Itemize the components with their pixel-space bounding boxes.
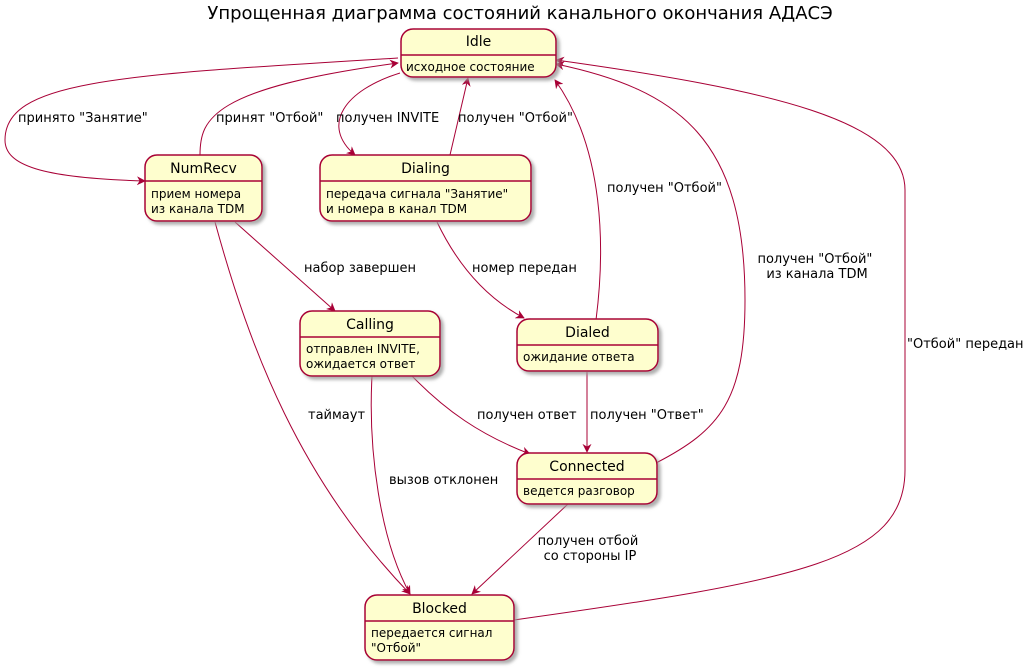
label-connected-idle: получен "Отбой" из канала TDM [757,252,876,282]
edge-connected-idle [555,61,746,464]
edge-dialed-idle [554,79,602,321]
state-blocked: Blocked передается сигнал "Отбой" [364,594,515,661]
state-dialed-name: Dialed [565,325,610,341]
state-blocked-box [364,594,515,661]
state-numrecv-box [144,154,263,222]
label-idle-numrecv: принято "Занятие" [18,111,148,126]
transitions [4,56,906,621]
state-connected-desc: ведется разговор [523,484,635,498]
label-calling-connected: получен ответ [477,408,577,423]
edge-idle-dialing [338,72,401,156]
label-idle-dialing: получен INVITE [336,111,439,126]
state-idle-name: Idle [466,34,492,50]
edge-calling-blocked [370,375,411,595]
label-calling-blocked: вызов отклонен [389,473,498,488]
state-idle-box [400,28,557,78]
state-blocked-name: Blocked [412,601,467,617]
label-dialed-idle: получен "Отбой" [607,181,722,196]
label-blocked-idle: "Отбой" передан [907,337,1024,352]
state-dialed-desc: ожидание ответа [523,350,635,364]
state-numrecv: NumRecv прием номера из канала TDM [144,154,263,222]
state-idle: Idle исходное состояние [400,28,557,78]
state-dialing-box [319,154,532,222]
label-numrecv-blocked: таймаут [308,408,365,423]
edge-numrecv-blocked [214,221,411,595]
diagram-title: Упрощенная диаграмма состояний канальног… [207,3,832,24]
state-numrecv-desc: прием номера из канала TDM [151,187,245,216]
edge-numrecv-calling [234,221,336,312]
state-connected: Connected ведется разговор [516,452,658,505]
state-calling: Calling отправлен INVITE, ожидается отве… [299,310,441,377]
state-dialed: Dialed ожидание ответа [516,318,659,372]
label-connected-blocked: получен отбой со стороны IP [538,534,643,564]
label-dialing-dialed: номер передан [472,261,577,276]
state-dialing-desc: передача сигнала "Занятие" и номера в ка… [326,187,512,216]
edge-calling-connected [411,375,531,456]
edge-numrecv-idle [199,59,399,156]
state-dialing-name: Dialing [401,161,450,177]
state-calling-box [299,310,441,377]
transition-labels: принято "Занятие" принят "Отбой" получен… [18,111,1024,564]
state-connected-name: Connected [549,459,624,475]
edge-blocked-idle [513,56,906,621]
label-dialed-connected: получен "Ответ" [590,408,704,423]
state-calling-desc: отправлен INVITE, ожидается ответ [306,342,424,371]
state-dialing: Dialing передача сигнала "Занятие" и ном… [319,154,532,222]
label-numrecv-calling: набор завершен [304,261,416,276]
edge-dialing-idle [449,77,471,156]
state-idle-desc: исходное состояние [406,60,535,74]
state-numrecv-name: NumRecv [170,161,237,177]
edge-dialing-dialed [436,221,525,319]
edge-connected-blocked [471,503,569,595]
state-blocked-desc: передается сигнал "Отбой" [371,626,496,655]
label-numrecv-idle: принят "Отбой" [216,111,323,126]
state-calling-name: Calling [346,317,394,333]
label-dialing-idle: получен "Отбой" [458,111,573,126]
edge-idle-numrecv [4,57,399,186]
